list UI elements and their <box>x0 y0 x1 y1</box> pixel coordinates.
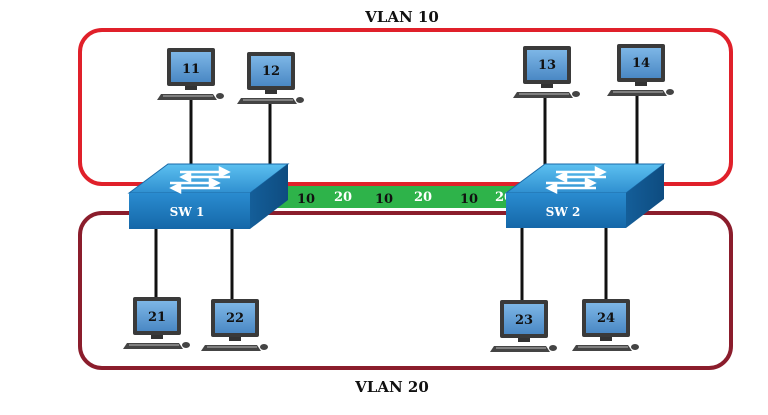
switch-icon <box>504 163 666 228</box>
switch-sw1: SW 1 <box>127 163 290 229</box>
pc-12: 12 <box>237 52 304 104</box>
computer-icon <box>123 297 190 349</box>
pc-21: 21 <box>123 297 190 349</box>
pc-14: 14 <box>607 44 674 96</box>
pc-21-label: 21 <box>148 310 166 325</box>
pc-23-label: 23 <box>515 313 533 328</box>
switch-icon <box>127 163 290 229</box>
pc-12-label: 12 <box>262 64 280 79</box>
computer-icon <box>157 48 224 100</box>
pc-24-label: 24 <box>597 311 615 326</box>
pc-11: 11 <box>157 48 224 100</box>
computer-icon <box>237 52 304 104</box>
pc-22: 22 <box>201 299 268 351</box>
pc-11-label: 11 <box>182 62 200 77</box>
trunk-label-4: 20 <box>414 190 432 205</box>
vlan-10-boundary <box>78 28 733 186</box>
switch-sw2-label: SW 2 <box>546 205 581 219</box>
computer-icon <box>201 299 268 351</box>
computer-icon <box>490 300 557 352</box>
computer-icon <box>513 46 580 98</box>
trunk-label-1: 10 <box>297 192 315 207</box>
computer-icon <box>607 44 674 96</box>
pc-23: 23 <box>490 300 557 352</box>
computer-icon <box>572 299 639 351</box>
trunk-label-2: 20 <box>334 190 352 205</box>
switch-sw1-label: SW 1 <box>170 205 205 219</box>
trunk-link <box>270 186 520 208</box>
vlan-20-boundary <box>78 211 733 370</box>
pc-13-label: 13 <box>538 58 556 73</box>
pc-14-label: 14 <box>632 56 650 71</box>
pc-13: 13 <box>513 46 580 98</box>
vlan-10-title: VLAN 10 <box>364 8 439 26</box>
trunk-label-5: 10 <box>460 192 478 207</box>
pc-22-label: 22 <box>226 311 244 326</box>
pc-24: 24 <box>572 299 639 351</box>
switch-sw2: SW 2 <box>504 163 666 228</box>
trunk-label-3: 10 <box>375 192 393 207</box>
vlan-20-title: VLAN 20 <box>354 378 429 396</box>
